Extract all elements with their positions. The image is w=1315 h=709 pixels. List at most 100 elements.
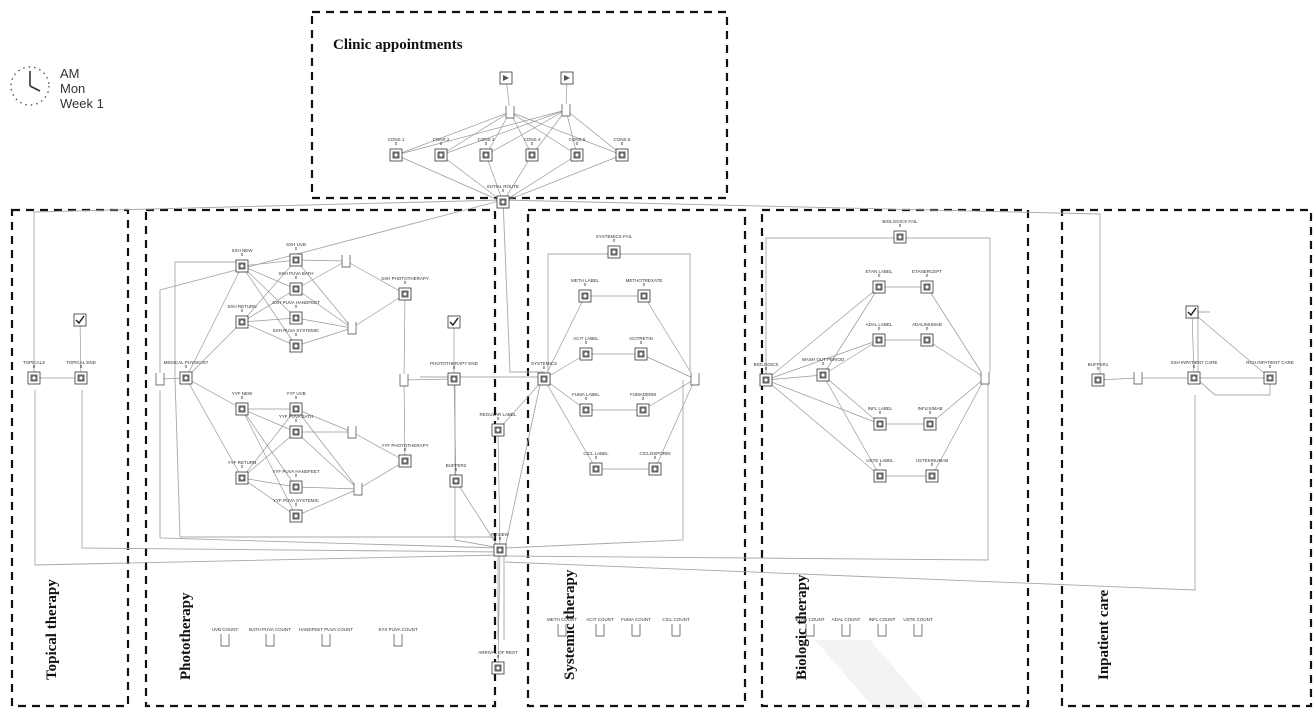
region-title-topical: Topical therapy [44, 579, 60, 680]
edge-q_c1-to-cons4 [509, 111, 533, 156]
edge-medical_physicist-to-sxh_new [185, 265, 243, 379]
svg-text:0: 0 [502, 188, 505, 193]
edge-biologics-to-adal_label [765, 339, 880, 381]
node-label-cons2: CONS 2 [433, 137, 450, 142]
svg-text:0: 0 [585, 340, 588, 345]
edge-sxh_return-to-sxh_uvb [241, 259, 297, 323]
edge-yyf_new-to-yyf_puva_handfeet [241, 408, 297, 488]
node-q-s2 [347, 322, 357, 335]
svg-text:0: 0 [879, 462, 882, 467]
edge-systemics-to-cicl_label [543, 378, 597, 470]
svg-text:0: 0 [654, 455, 657, 460]
node-q-mp [155, 373, 165, 386]
node-label-wash-out-period: WASH OUT PERIOD [802, 357, 845, 362]
edge-yyf_return-to-yyf_puva_systemic [241, 477, 297, 517]
node-label-meth-count: METH COUNT [547, 617, 577, 622]
region-systemic-box [526, 208, 747, 708]
edge-cons5-to-initial_route [502, 154, 578, 203]
svg-text:0: 0 [80, 364, 83, 369]
edge-biologics-to-infl_label [765, 379, 881, 425]
node-label-rch-inpatient-care: RCH INPATIENT CARE [1246, 360, 1294, 365]
edge-yyf_uvb-to-q_y2 [295, 408, 359, 490]
edge-sxh_puva_bath-to-q_s1 [295, 260, 347, 290]
svg-text:0: 0 [241, 464, 244, 469]
node-label-sxh-new: SXH NEW [231, 248, 253, 253]
diagram-edges [34, 77, 1271, 669]
node-label-sxh-puva-bath: SXH PUVA BATH [278, 271, 313, 276]
svg-text:0: 0 [499, 536, 502, 541]
node-q-uvb: UVB COUNT [212, 627, 238, 647]
node-label-etanercept: ETANERCEPT [912, 269, 942, 274]
node-q-c1 [505, 106, 515, 119]
node-label-sxh-inpatient-care: SXH INPATIENT CARE [1170, 360, 1217, 365]
edge-q_p1-to-phototherapy_end [403, 377, 455, 381]
svg-text:0: 0 [295, 246, 298, 251]
edge-q_c1-to-cons1 [395, 111, 511, 156]
edge-systemics-to-regular_label [497, 378, 545, 431]
svg-text:0: 0 [1097, 366, 1100, 371]
edge-topical_end-to-chk_top [78, 319, 82, 379]
edge-q_c2-to-cons6 [565, 109, 623, 156]
node-label-acitretin: ACITRETIN [629, 336, 653, 341]
watermark-shape [815, 640, 930, 709]
node-q-y2 [353, 483, 363, 496]
edge-q_c2-to-cons3 [485, 109, 567, 156]
edge-biologics-to-uste_label [765, 379, 881, 477]
edge-yyf_new-to-yyf_puva_systemic [241, 408, 297, 517]
edge-medical_physicist-to-sxh_return [185, 321, 243, 379]
node-label-yyf-return: YYF RETURN [228, 460, 257, 465]
edge-buffer1-to-q_inp [1097, 376, 1139, 381]
edge-q_c2-to-cons1 [395, 109, 567, 156]
edge-q_c2-to-cons5 [565, 109, 579, 156]
edge-sxh_uvb-to-q_s2 [295, 259, 353, 329]
svg-text:0: 0 [295, 304, 298, 309]
edge-cons6-to-initial_route [502, 154, 623, 203]
edge-yyf_new-to-yyf_puva_bath [241, 408, 297, 433]
svg-text:0: 0 [404, 280, 407, 285]
svg-text:0: 0 [295, 395, 298, 400]
node-label-fuma-label: FUMA LABEL [572, 392, 600, 397]
edge-q_s2-to-sxh_phototherapy [351, 293, 406, 329]
node-label-sxh-puva-systemic: SXH PUVA SYSTEMIC [273, 328, 320, 333]
edge-cons3-to-initial_route [485, 154, 504, 203]
node-q-c2 [561, 104, 571, 117]
node-label-ciclosporin: CICLOSPORIN [639, 451, 670, 456]
edge-wash_out_period-to-adal_label [822, 339, 880, 376]
node-label-adalimumab: ADALIMUMAB [912, 322, 942, 327]
node-label-etan-count: ETAN COUNT [796, 617, 825, 622]
edge-adalimumab-to-q_bio_end [926, 339, 986, 379]
clock-period: AM [60, 66, 80, 81]
node-q-fuma: FUMA COUNT [621, 617, 651, 637]
edge-yyf_puva_bath-to-q_y2 [295, 431, 359, 490]
svg-text:0: 0 [613, 238, 616, 243]
node-label-uste-label: USTE LABEL [866, 458, 894, 463]
region-title-clinic: Clinic appointments [333, 37, 463, 53]
node-label-fuma-count: FUMA COUNT [621, 617, 651, 622]
